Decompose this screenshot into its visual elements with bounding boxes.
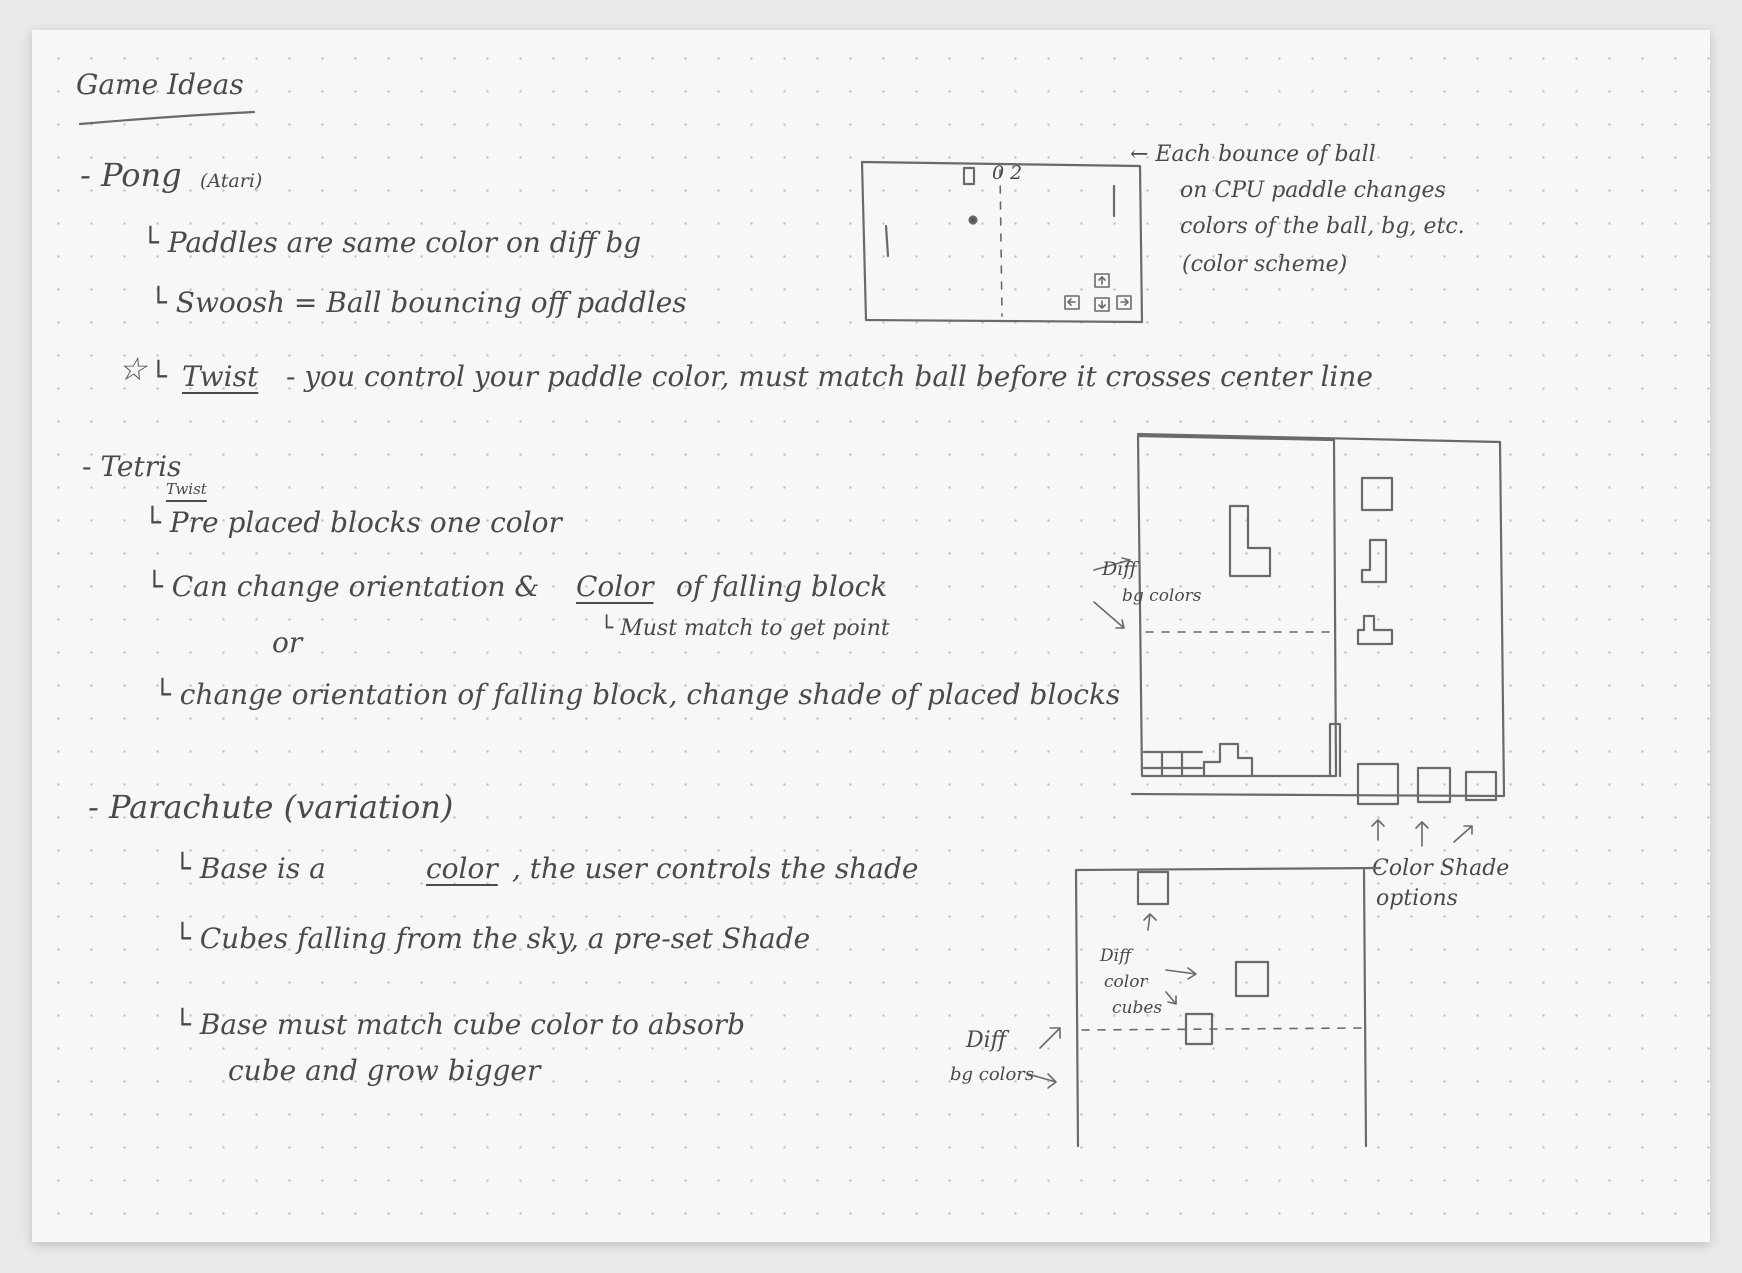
star-icon: ☆: [118, 350, 147, 388]
tetris-diff-bg-2: bg colors: [1122, 586, 1202, 606]
tetris-note-3: └ change orientation of falling block, c…: [154, 678, 1121, 711]
parachute-diff-cubes-2: color: [1104, 972, 1148, 992]
title-underline: [78, 110, 256, 126]
tetris-note-2a: └ Can change orientation &: [146, 570, 540, 603]
tetris-note-2b: Color: [576, 570, 654, 603]
parachute-note-3: └ Base must match cube color to absorb: [174, 1008, 745, 1041]
color-shade-label-1: Color Shade: [1372, 856, 1510, 881]
tetris-twist-label: Twist: [166, 480, 207, 498]
parachute-heading: - Parachute (variation): [88, 788, 454, 826]
pong-twist-label: Twist: [182, 360, 259, 393]
pong-twist-text: - you control your paddle color, must ma…: [286, 360, 1373, 393]
pong-subtitle: (Atari): [200, 170, 263, 192]
tetris-note-2-sub: └ Must match to get point: [600, 616, 890, 641]
pong-side-note-4: (color scheme): [1182, 252, 1348, 277]
parachute-note-3b: cube and grow bigger: [228, 1054, 541, 1087]
pong-sketch: [860, 160, 1144, 324]
parachute-diff-bg-2: bg colors: [950, 1064, 1035, 1085]
parachute-note-2: └ Cubes falling from the sky, a pre-set …: [174, 922, 811, 955]
pong-side-note-3: colors of the ball, bg, etc.: [1180, 214, 1465, 239]
tetris-note-2c: of falling block: [676, 570, 888, 603]
page-title: Game Ideas: [76, 68, 244, 101]
pong-side-note-2: on CPU paddle changes: [1180, 178, 1446, 203]
tetris-sketch: [1093, 432, 1506, 847]
pong-note-1: └ Paddles are same color on diff bg: [142, 226, 642, 259]
parachute-sketch: [1027, 866, 1382, 1148]
tetris-heading: - Tetris: [82, 450, 182, 483]
pong-score-box: [962, 166, 976, 186]
notebook-page: Game Ideas - Pong (Atari) └ Paddles are …: [32, 30, 1710, 1242]
tetris-note-1: └ Pre placed blocks one color: [144, 506, 562, 539]
parachute-note-1a: └ Base is a: [174, 852, 326, 885]
parachute-diff-cubes-1: Diff: [1100, 946, 1132, 966]
pong-note-2: └ Swoosh = Ball bouncing off paddles: [150, 286, 687, 319]
tetris-diff-bg-1: Diff: [1102, 558, 1137, 580]
color-shade-label-2: options: [1376, 886, 1458, 911]
pong-twist-prefix: └: [150, 360, 167, 393]
pong-heading: - Pong: [80, 156, 182, 194]
parachute-diff-cubes-3: cubes: [1112, 998, 1163, 1018]
pong-score: 0 2: [992, 162, 1023, 184]
pong-side-note-1: ← Each bounce of ball: [1130, 142, 1376, 167]
parachute-note-1c: , the user controls the shade: [512, 852, 919, 885]
parachute-diff-bg-1: Diff: [966, 1028, 1007, 1053]
parachute-note-1b: color: [426, 852, 498, 885]
tetris-or: or: [272, 626, 303, 659]
